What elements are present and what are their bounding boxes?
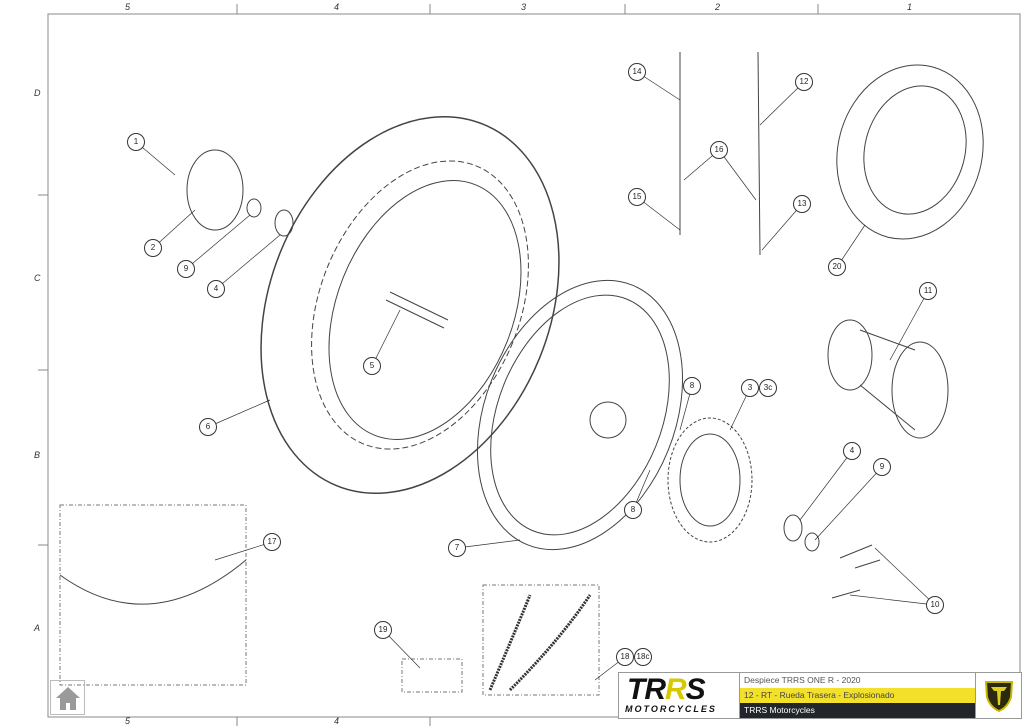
callout: 18 (616, 648, 634, 666)
chain (488, 594, 592, 692)
detail-frames (59, 504, 600, 696)
callout: 10 (926, 596, 944, 614)
hub-left (827, 319, 873, 391)
company-name: TRRS Motorcycles (740, 703, 975, 718)
leader-lines (135, 71, 936, 681)
callout: 2 (144, 239, 162, 257)
callout: 15 (628, 188, 646, 206)
callout: 14 (628, 63, 646, 81)
drawing-subtitle: 12 - RT - Rueda Trasera - Explosionado (740, 688, 975, 703)
brake-disc (186, 149, 244, 231)
complete-wheel (836, 64, 984, 240)
callout: 8 (624, 501, 642, 519)
logo-subtext: MOTORCYCLES (625, 704, 717, 714)
callout: 8 (683, 377, 701, 395)
callout: 9 (873, 458, 891, 476)
callout: 12 (795, 73, 813, 91)
sprocket (667, 417, 753, 543)
drawing-title: Despiece TRRS ONE R - 2020 (744, 675, 861, 685)
callout: 5 (363, 357, 381, 375)
tire (260, 115, 560, 495)
title-block: TRRS MOTORCYCLES Despiece TRRS ONE R - 2… (618, 672, 1022, 719)
callout: 4 (843, 442, 861, 460)
zone-column-label: 1 (907, 2, 913, 12)
callout: 18c (634, 648, 652, 666)
sheet-border (47, 13, 1021, 718)
zone-column-label: 3 (521, 2, 527, 12)
callout: 7 (448, 539, 466, 557)
callout: 1 (127, 133, 145, 151)
home-button[interactable] (50, 680, 85, 715)
brand-shield-icon (975, 673, 1021, 718)
callout: 17 (263, 533, 281, 551)
zone-column-label: 4 (334, 2, 340, 12)
hub-right (891, 341, 949, 439)
rim (476, 279, 684, 551)
zone-column-label: 4 (334, 716, 340, 726)
callout: 19 (374, 621, 392, 639)
callout: 4 (207, 280, 225, 298)
callout: 6 (199, 418, 217, 436)
callout: 3c (759, 379, 777, 397)
zone-row-label: C (34, 273, 41, 283)
home-icon (55, 686, 80, 710)
zone-row-label: D (34, 88, 41, 98)
zone-row-label: B (34, 450, 41, 460)
zone-column-label: 5 (125, 716, 131, 726)
callout: 20 (828, 258, 846, 276)
callout: 16 (710, 141, 728, 159)
zone-row-label: A (34, 623, 41, 633)
callout: 13 (793, 195, 811, 213)
callout: 11 (919, 282, 937, 300)
zone-column-label: 2 (715, 2, 721, 12)
callout: 3 (741, 379, 759, 397)
parts (186, 51, 984, 599)
callout: 9 (177, 260, 195, 278)
trrs-logo: TRRS MOTORCYCLES (619, 673, 740, 718)
zone-column-label: 5 (125, 2, 131, 12)
